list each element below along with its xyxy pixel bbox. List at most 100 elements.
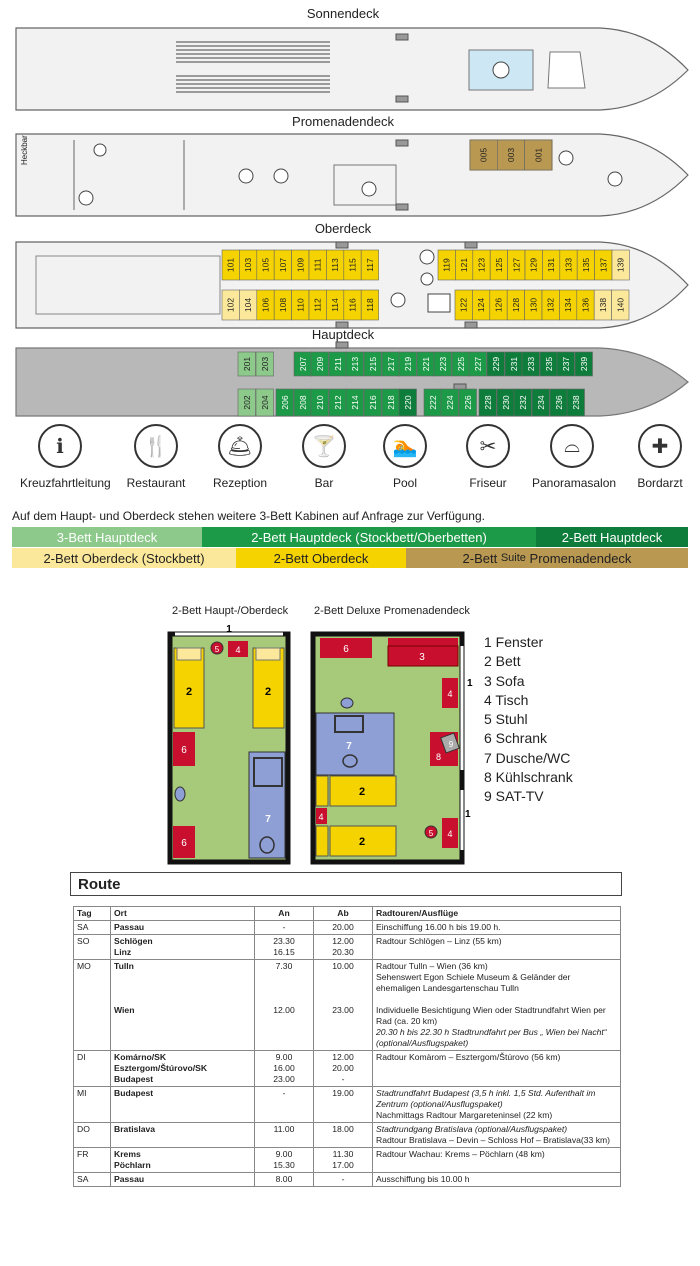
cabin-234-box [531, 388, 550, 417]
deck-title-promenadendeck: Promenadendeck [292, 114, 394, 129]
route-place: Bratislava [110, 1122, 255, 1148]
cabin-237-box [556, 351, 575, 377]
legend-3bett-hauptdeck: 3-Bett Hauptdeck [12, 527, 202, 547]
cabin-227: 227 [473, 357, 483, 371]
cabin-139-box [611, 249, 630, 281]
cabin-127: 127 [511, 258, 521, 272]
cabin-128: 128 [511, 298, 521, 312]
svg-text:9: 9 [449, 740, 454, 749]
cabin-214: 214 [350, 395, 360, 409]
route-day: DI [73, 1050, 111, 1087]
route-day: MI [73, 1086, 111, 1123]
svg-text:5: 5 [215, 645, 220, 654]
cabin-001: 001 [533, 148, 543, 162]
route-departure: 18.00 [313, 1122, 373, 1148]
route-departure: 10.00 23.00 [313, 959, 373, 1051]
cabin-226-box [458, 388, 477, 417]
legend-suite-promenadendeck: 2-Bett Suite Promenadendeck [406, 548, 688, 568]
cabin-202-box [237, 388, 256, 417]
doctor-icon: ✚ [638, 424, 682, 468]
cabin-116: 116 [348, 298, 358, 312]
cabin-117-box [360, 249, 379, 281]
cabin-140: 140 [615, 298, 625, 312]
cabin-118: 118 [365, 298, 375, 312]
cabin-122: 122 [459, 298, 469, 312]
cabin-124: 124 [476, 298, 486, 312]
route-excursion: Radtour Komàrom – Esztergom/Štúrovo (56 … [372, 1050, 621, 1087]
svg-text:2: 2 [359, 836, 365, 848]
cabin-126: 126 [494, 298, 504, 312]
cabin-223: 223 [438, 357, 448, 371]
svg-text:1: 1 [465, 809, 471, 820]
cabin-005-box [469, 139, 498, 171]
cabin-222: 222 [428, 395, 438, 409]
legend-2bett-oberdeck: 2-Bett Oberdeck [236, 548, 406, 568]
heckbar-label: Heckbar [20, 135, 29, 165]
cabin-204: 204 [260, 395, 270, 409]
cabin-211: 211 [333, 357, 343, 371]
cabin-137: 137 [598, 258, 608, 272]
cabin-217: 217 [386, 357, 396, 371]
cabin-113: 113 [330, 258, 340, 272]
cabin-123: 123 [477, 258, 487, 272]
cabin-238-box [566, 388, 585, 417]
cabin-238: 238 [571, 395, 581, 409]
svg-text:1: 1 [467, 678, 473, 689]
legend-2bett-oberdeck-stockbett: 2-Bett Oberdeck (Stockbett) [12, 548, 236, 568]
route-arrival: 8.00 [254, 1172, 314, 1187]
route-arrival: - [254, 1086, 314, 1123]
cabin-202: 202 [242, 395, 252, 409]
svg-text:4: 4 [235, 645, 240, 655]
svg-text:2: 2 [359, 786, 365, 798]
deck-title-sonnendeck: Sonnendeck [306, 6, 380, 21]
cabin-230: 230 [501, 395, 511, 409]
route-day: MO [73, 959, 111, 1051]
panorama-icon: ⌓ [550, 424, 594, 468]
cabin-117: 117 [365, 258, 375, 272]
cabin-228: 228 [483, 395, 493, 409]
route-place: Tulln Wien [110, 959, 255, 1051]
svg-text:3: 3 [419, 652, 425, 663]
cabin-233-box [521, 351, 540, 377]
cabin-135: 135 [581, 258, 591, 272]
cabin-216: 216 [368, 395, 378, 409]
cabin-224: 224 [445, 395, 455, 409]
cabin-109: 109 [295, 258, 305, 272]
cabin-105: 105 [261, 258, 271, 272]
cabin-140-box [611, 289, 630, 321]
cabin-232: 232 [518, 395, 528, 409]
cabin-236: 236 [554, 395, 564, 409]
cabin-legend: 1 Fenster 2 Bett 3 Sofa 4 Tisch 5 Stuhl … [484, 634, 573, 805]
route-excursion: Einschiffung 16.00 h bis 19.00 h. [372, 920, 621, 935]
cabin-112: 112 [313, 298, 323, 312]
cabin-136: 136 [581, 298, 591, 312]
cabin-203-box [255, 351, 274, 377]
cabin-213: 213 [350, 357, 360, 371]
route-day: SA [73, 920, 111, 935]
route-departure: 19.00 [313, 1086, 373, 1123]
amenity-friseur: ✂Friseur [448, 424, 528, 490]
cabin-232-box [513, 388, 532, 417]
cabin-216-box [363, 388, 382, 417]
cabin-209-box [310, 351, 329, 377]
cabin-231: 231 [509, 357, 519, 371]
cabin-119: 119 [442, 258, 452, 272]
cabin-201-box [237, 351, 256, 377]
cabin-215-box [363, 351, 382, 377]
route-arrival: 11.00 [254, 1122, 314, 1148]
reception-icon: 🛎 [218, 424, 262, 468]
info-icon: ℹ [38, 424, 82, 468]
svg-text:4: 4 [447, 689, 452, 699]
cabin-129: 129 [529, 258, 539, 272]
availability-note: Auf dem Haupt- und Oberdeck stehen weite… [12, 509, 485, 523]
